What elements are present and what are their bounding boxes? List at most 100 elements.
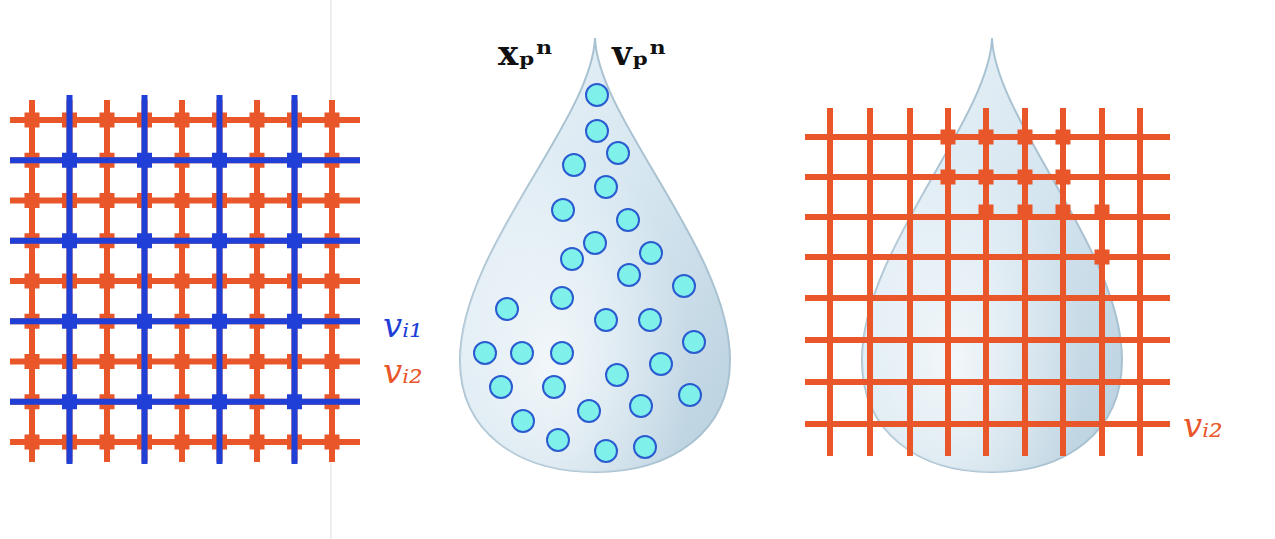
- fine-grid-node: [25, 193, 40, 208]
- coarse-grid-node: [62, 153, 77, 168]
- coarse-grid-node: [212, 233, 227, 248]
- fine-grid-line: [867, 108, 873, 456]
- fine-grid-line: [983, 108, 989, 456]
- fine-grid-node: [325, 274, 340, 289]
- fine-grid-node: [175, 435, 190, 450]
- fine-grid-line: [907, 108, 913, 456]
- particle: [551, 342, 573, 364]
- fine-grid-node: [325, 435, 340, 450]
- fine-grid-line: [1022, 108, 1028, 456]
- fine-grid-node: [25, 435, 40, 450]
- active-grid-node: [941, 130, 956, 145]
- fine-grid-node: [100, 354, 115, 369]
- active-grid-node: [1018, 130, 1033, 145]
- particle: [584, 232, 606, 254]
- fine-grid-node: [175, 113, 190, 128]
- active-grid-node: [1018, 205, 1033, 220]
- fine-grid-node: [325, 193, 340, 208]
- coarse-grid-node: [137, 314, 152, 329]
- particle: [630, 395, 652, 417]
- fine-grid-node: [250, 435, 265, 450]
- particle: [512, 410, 534, 432]
- particle: [490, 376, 512, 398]
- fine-grid-node: [100, 113, 115, 128]
- coarse-grid-node: [137, 153, 152, 168]
- fine-grid-node: [325, 113, 340, 128]
- active-grid-node: [1056, 130, 1071, 145]
- particle: [607, 142, 629, 164]
- particle: [606, 364, 628, 386]
- fine-grid-label: vᵢ₂: [383, 354, 423, 388]
- fine-grid-node: [250, 113, 265, 128]
- particle: [650, 353, 672, 375]
- drop-shine: [460, 38, 730, 472]
- particle-position-label: xₚⁿ: [498, 36, 553, 70]
- fine-grid-line: [827, 108, 833, 456]
- fine-grid-node: [175, 274, 190, 289]
- particle: [617, 209, 639, 231]
- particle: [634, 436, 656, 458]
- particle: [563, 154, 585, 176]
- particle: [586, 84, 608, 106]
- particle: [578, 400, 600, 422]
- particle: [640, 242, 662, 264]
- particle: [618, 264, 640, 286]
- particle: [639, 309, 661, 331]
- particle: [547, 429, 569, 451]
- active-grid-node: [1056, 205, 1071, 220]
- fine-grid-node: [250, 354, 265, 369]
- particle-velocity-label: vₚⁿ: [612, 36, 666, 70]
- coarse-grid-node: [212, 394, 227, 409]
- fine-grid-node: [25, 354, 40, 369]
- active-grid-node: [979, 170, 994, 185]
- fine-grid-node: [100, 193, 115, 208]
- fine-grid-node: [25, 113, 40, 128]
- fine-grid-node: [250, 274, 265, 289]
- active-grid-node: [1095, 250, 1110, 265]
- fine-grid-node: [100, 435, 115, 450]
- active-grid-node: [979, 205, 994, 220]
- coarse-grid-node: [62, 394, 77, 409]
- particle: [683, 331, 705, 353]
- particle: [511, 342, 533, 364]
- particle: [474, 342, 496, 364]
- particle: [552, 199, 574, 221]
- water-drop: [460, 38, 730, 472]
- particle: [679, 384, 701, 406]
- fine-grid-line: [1099, 108, 1105, 456]
- active-grid-node: [1018, 170, 1033, 185]
- particle: [496, 298, 518, 320]
- coarse-grid-node: [62, 314, 77, 329]
- particle: [673, 275, 695, 297]
- two-level-grid: [10, 95, 360, 464]
- coarse-grid-node: [212, 153, 227, 168]
- fine-grid-node: [325, 354, 340, 369]
- active-grid-node: [1056, 170, 1071, 185]
- particle: [586, 120, 608, 142]
- fine-grid-node: [175, 193, 190, 208]
- particle: [551, 287, 573, 309]
- fine-grid-line: [1060, 108, 1066, 456]
- fine-grid-line: [945, 108, 951, 456]
- panel-divider: [331, 0, 332, 539]
- fine-grid-node: [100, 274, 115, 289]
- coarse-grid-node: [62, 233, 77, 248]
- coarse-grid-node: [287, 233, 302, 248]
- coarse-grid-node: [212, 314, 227, 329]
- fine-grid-node: [175, 354, 190, 369]
- coarse-grid-label: vᵢ₁: [383, 308, 423, 342]
- particle: [595, 440, 617, 462]
- particle: [561, 248, 583, 270]
- coarse-grid-node: [287, 153, 302, 168]
- drop-outline: [460, 38, 730, 472]
- coarse-grid-node: [137, 394, 152, 409]
- fine-grid-node: [25, 274, 40, 289]
- fine-grid-label: vᵢ₂: [1183, 408, 1223, 442]
- particle: [543, 376, 565, 398]
- coarse-grid-node: [287, 314, 302, 329]
- particle: [595, 309, 617, 331]
- fine-grid: [805, 108, 1170, 456]
- active-grid-node: [941, 170, 956, 185]
